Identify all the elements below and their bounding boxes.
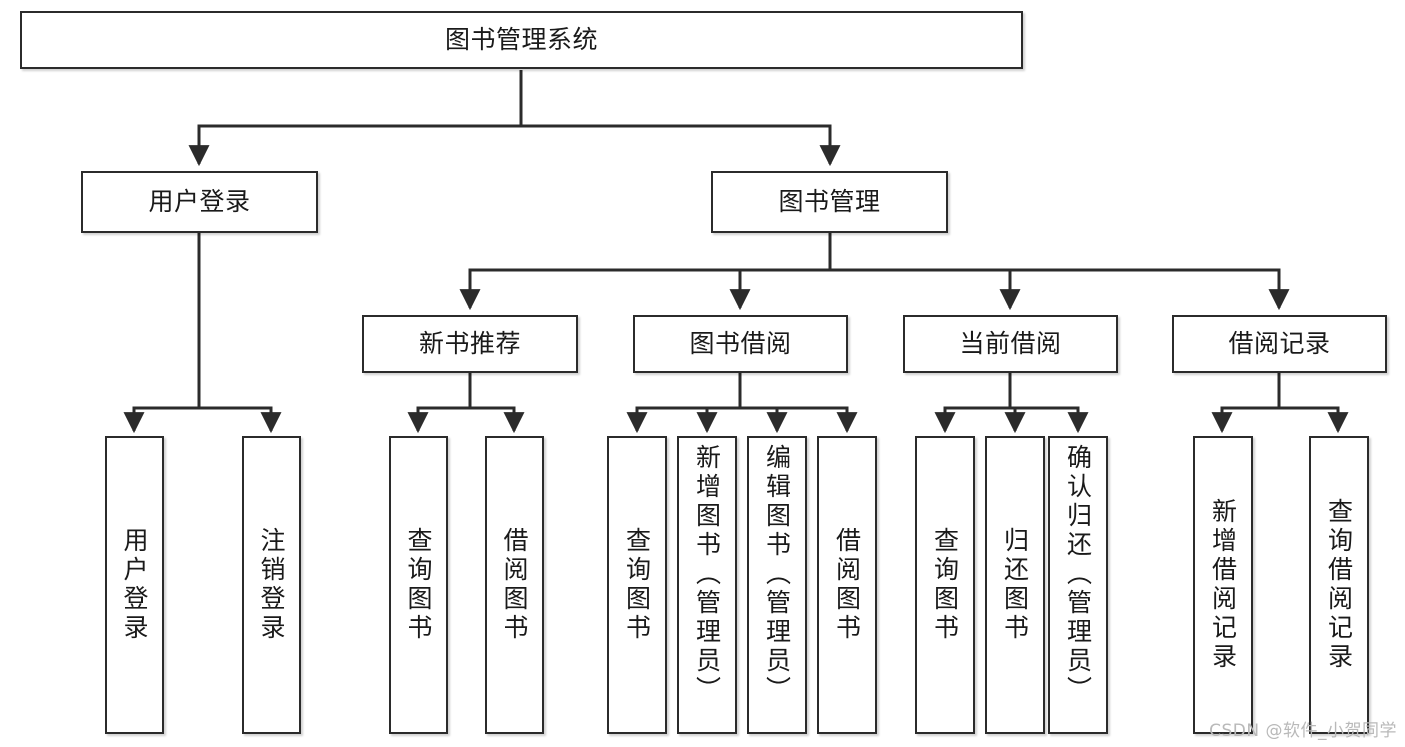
node-user-login[interactable]: 用户登录	[81, 171, 318, 233]
node-leaf-logout-login[interactable]: 注销登录	[242, 436, 301, 734]
edge-bb-to-add-book	[696, 372, 742, 434]
node-book-management[interactable]: 图书管理	[711, 171, 948, 233]
node-leaf-logout-login-label: 注销登录	[257, 527, 286, 643]
node-leaf-query-book-1[interactable]: 查询图书	[389, 436, 448, 734]
node-leaf-confirm-return-label: 确认归还（管理员）	[1063, 444, 1093, 705]
node-new-book-recommend-label: 新书推荐	[418, 329, 521, 359]
edge-cb-to-query-book	[934, 372, 1012, 434]
node-leaf-user-login[interactable]: 用户登录	[105, 436, 164, 734]
edge-root-to-book-management	[519, 70, 841, 167]
node-leaf-add-book[interactable]: 新增图书（管理员）	[677, 436, 737, 734]
edge-ul-to-logout-leaf	[197, 233, 282, 434]
edge-bm-to-book-borrow	[729, 233, 832, 311]
node-user-login-label: 用户登录	[148, 187, 251, 217]
node-leaf-borrow-book-2[interactable]: 借阅图书	[817, 436, 877, 734]
node-leaf-query-record-label: 查询借阅记录	[1324, 498, 1354, 672]
node-new-book-recommend[interactable]: 新书推荐	[362, 315, 578, 373]
node-leaf-query-book-2[interactable]: 查询图书	[607, 436, 667, 734]
node-leaf-query-book-1-label: 查询图书	[404, 527, 433, 643]
node-leaf-borrow-book-1[interactable]: 借阅图书	[485, 436, 544, 734]
node-book-borrow[interactable]: 图书借阅	[633, 315, 848, 373]
node-current-borrow-label: 当前借阅	[959, 329, 1062, 359]
node-leaf-edit-book[interactable]: 编辑图书（管理员）	[747, 436, 807, 734]
node-leaf-edit-book-label: 编辑图书（管理员）	[762, 444, 792, 705]
node-leaf-user-login-label: 用户登录	[120, 527, 149, 643]
edge-nbr-to-query-book	[407, 372, 472, 434]
edge-bm-to-borrow-record	[828, 233, 1290, 311]
node-leaf-add-book-label: 新增图书（管理员）	[692, 444, 722, 705]
node-leaf-borrow-book-1-label: 借阅图书	[500, 527, 529, 643]
node-root[interactable]: 图书管理系统	[20, 11, 1023, 69]
node-leaf-return-book[interactable]: 归还图书	[985, 436, 1045, 734]
node-leaf-query-record[interactable]: 查询借阅记录	[1309, 436, 1369, 734]
edge-root-to-user-login	[188, 70, 523, 167]
edge-br-to-add-record	[1211, 372, 1281, 434]
node-leaf-return-book-label: 归还图书	[1000, 527, 1030, 643]
edge-bb-to-borrow-book	[738, 372, 858, 434]
edge-cb-to-confirm-return	[1008, 372, 1089, 434]
node-book-borrow-label: 图书借阅	[689, 329, 792, 359]
node-borrow-record[interactable]: 借阅记录	[1172, 315, 1387, 373]
node-book-management-label: 图书管理	[778, 187, 881, 217]
node-leaf-add-record-label: 新增借阅记录	[1208, 498, 1238, 672]
node-leaf-query-book-2-label: 查询图书	[622, 527, 652, 643]
edge-nbr-to-borrow-book	[468, 372, 525, 434]
node-borrow-record-label: 借阅记录	[1228, 329, 1331, 359]
node-leaf-borrow-book-2-label: 借阅图书	[832, 527, 862, 643]
node-leaf-query-book-3[interactable]: 查询图书	[915, 436, 975, 734]
edge-bb-to-query-book	[626, 372, 742, 434]
node-current-borrow[interactable]: 当前借阅	[903, 315, 1118, 373]
node-leaf-query-book-3-label: 查询图书	[930, 527, 960, 643]
edge-bb-to-edit-book	[738, 372, 788, 434]
edge-ul-to-user-login-leaf	[123, 233, 201, 434]
node-leaf-confirm-return[interactable]: 确认归还（管理员）	[1048, 436, 1108, 734]
node-root-label: 图书管理系统	[444, 25, 598, 55]
edge-br-to-query-record	[1277, 372, 1349, 434]
node-leaf-add-record[interactable]: 新增借阅记录	[1193, 436, 1253, 734]
